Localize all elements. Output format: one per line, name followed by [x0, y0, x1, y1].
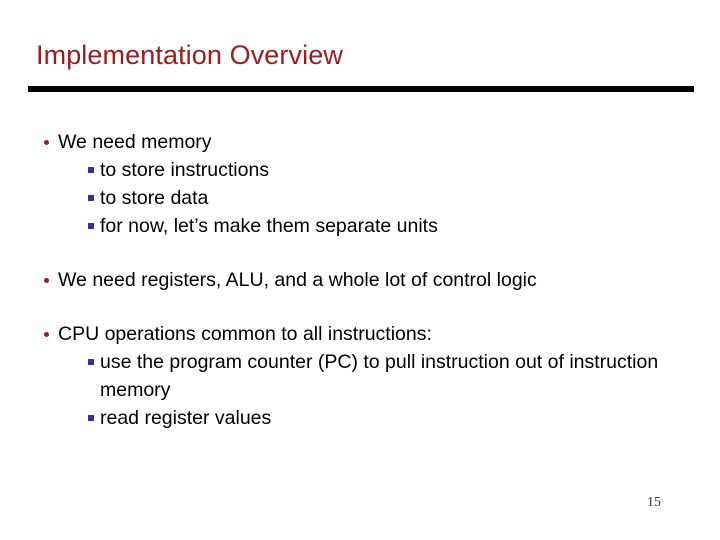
bullet-block: We need memory to store instructions to … [0, 128, 720, 240]
bullet-item-level2: to store instructions [0, 156, 720, 184]
bullet-item-level2: to store data [0, 184, 720, 212]
page-title: Implementation Overview [36, 40, 343, 70]
bullet-item-level2: use the program counter (PC) to pull ins… [0, 348, 660, 404]
square-bullet-icon [88, 223, 94, 229]
bullet-item-level1: We need memory [0, 128, 720, 156]
bullet-item-level2: read register values [0, 404, 720, 432]
square-bullet-icon [88, 195, 94, 201]
bullet-block: CPU operations common to all instruction… [0, 320, 720, 432]
square-bullet-icon [88, 359, 94, 365]
bullet-item-level1: We need registers, ALU, and a whole lot … [0, 266, 720, 294]
bullet-item-level2: for now, let’s make them separate units [0, 212, 720, 240]
round-bullet-icon [44, 140, 49, 145]
slide-body: We need memory to store instructions to … [0, 128, 720, 432]
bullet-text: to store instructions [100, 159, 270, 181]
square-bullet-icon [88, 415, 94, 421]
bullet-item-level1: CPU operations common to all instruction… [0, 320, 720, 348]
bullet-text: to store data [100, 187, 209, 209]
bullet-text: for now, let’s make them separate units [100, 215, 438, 237]
bullet-text: We need memory [58, 131, 212, 153]
slide-number: 15 [647, 495, 661, 510]
title-divider-rule [28, 86, 694, 92]
square-bullet-icon [88, 167, 94, 173]
sub-bullet-list: to store instructions to store data for … [0, 156, 720, 240]
bullet-block: We need registers, ALU, and a whole lot … [0, 266, 720, 294]
bullet-text: use the program counter (PC) to pull ins… [100, 351, 659, 401]
round-bullet-icon [44, 278, 49, 283]
sub-bullet-list: use the program counter (PC) to pull ins… [0, 348, 720, 432]
bullet-text: CPU operations common to all instruction… [58, 323, 432, 345]
bullet-text: We need registers, ALU, and a whole lot … [58, 269, 537, 291]
round-bullet-icon [44, 332, 49, 337]
bullet-text: read register values [100, 407, 272, 429]
